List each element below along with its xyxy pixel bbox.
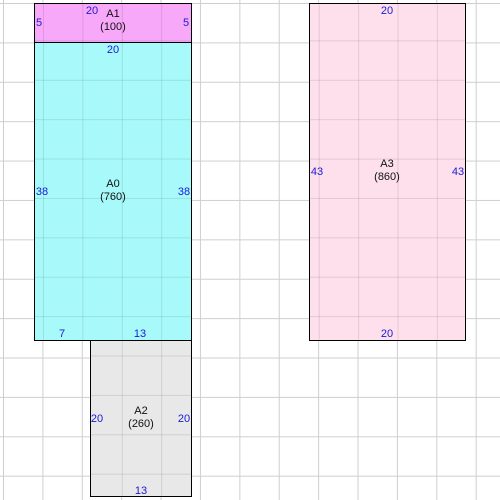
- room-a1-dim-left: 5: [35, 17, 43, 29]
- room-a1[interactable]: [34, 3, 192, 43]
- room-a0-dim-left: 38: [35, 186, 49, 198]
- room-a0-dim-top: 20: [106, 44, 120, 56]
- room-a3[interactable]: [309, 3, 466, 341]
- room-a2-grid: [91, 341, 191, 496]
- room-a2-area: (260): [128, 418, 154, 430]
- room-a0-area: (760): [100, 191, 126, 203]
- room-a1-dim-right: 5: [182, 17, 190, 29]
- room-a3-name: A3: [380, 158, 394, 170]
- room-a3-label: A3 (860): [374, 158, 400, 184]
- room-a2[interactable]: [90, 340, 192, 497]
- room-a1-name: A1: [106, 8, 120, 20]
- room-a1-dim-top: 20: [85, 5, 99, 17]
- room-a3-dim-top: 20: [380, 5, 394, 17]
- room-a1-label: A1 (100): [100, 8, 126, 34]
- room-a0[interactable]: [34, 42, 192, 341]
- room-a0-grid: [35, 43, 191, 340]
- room-a2-label: A2 (260): [128, 405, 154, 431]
- room-a2-dim-bottom: 13: [134, 485, 148, 497]
- room-a3-area: (860): [374, 171, 400, 183]
- room-a0-dim-bottom-left: 7: [58, 328, 66, 340]
- room-a1-grid: [35, 4, 191, 42]
- room-a0-label: A0 (760): [100, 178, 126, 204]
- room-a3-dim-bottom: 20: [380, 328, 394, 340]
- room-a1-area: (100): [100, 21, 126, 33]
- room-a3-dim-left: 43: [310, 166, 324, 178]
- room-a2-dim-left: 20: [90, 413, 104, 425]
- room-a0-dim-right: 38: [177, 186, 191, 198]
- room-a0-dim-bottom-right: 13: [133, 328, 147, 340]
- room-a0-name: A0: [106, 178, 120, 190]
- room-a3-grid: [310, 4, 465, 340]
- room-a2-dim-right: 20: [177, 413, 191, 425]
- room-a3-dim-right: 43: [451, 166, 465, 178]
- room-a2-name: A2: [134, 405, 148, 417]
